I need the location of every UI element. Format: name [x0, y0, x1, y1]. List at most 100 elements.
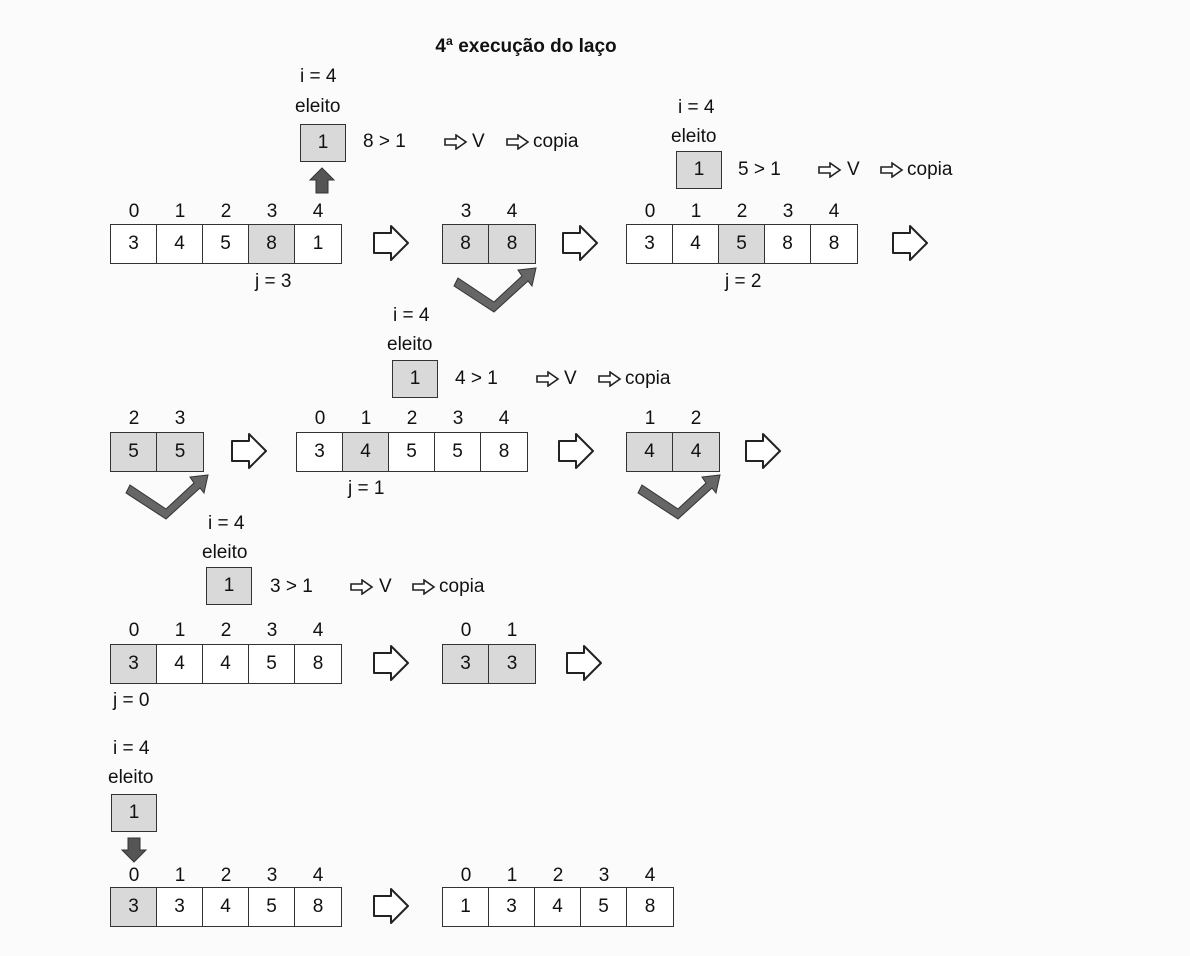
index-label: 2: [220, 620, 232, 641]
array-cell: 8: [312, 896, 324, 917]
index-label: 4: [828, 201, 840, 222]
index-label: 4: [312, 865, 324, 886]
array-cell: 3: [157, 888, 203, 926]
index-label: 1: [174, 620, 186, 641]
j-label: j = 1: [348, 478, 385, 499]
index-label: 0: [644, 201, 656, 222]
flow-arrow-icon: [562, 225, 598, 261]
array-cell-highlighted: 3: [489, 645, 535, 683]
small-arrow-icon: [598, 371, 622, 387]
array-cell: 8: [498, 441, 510, 462]
index-label: 4: [312, 201, 324, 222]
array-cell-highlighted: 8: [489, 225, 535, 263]
diagram-title: 4ª execução do laço: [435, 36, 617, 57]
eleito-label: eleito: [387, 334, 433, 355]
flow-arrow-icon: [373, 888, 409, 924]
comparison-text: 3 > 1: [270, 576, 313, 597]
index-label: 1: [690, 201, 702, 222]
flow-arrow-icon: [745, 433, 781, 469]
index-label: 2: [690, 408, 702, 429]
flow-arrow-icon: [892, 225, 928, 261]
index-label: 4: [312, 620, 324, 641]
eleito-label: eleito: [671, 126, 717, 147]
index-label: 3: [782, 201, 794, 222]
array-cell: 4: [157, 225, 203, 263]
index-label: 3: [598, 865, 610, 886]
i-label: i = 4: [300, 66, 337, 87]
index-label: 3: [452, 408, 464, 429]
index-label: 1: [644, 408, 656, 429]
array-cell: 3: [489, 888, 535, 926]
array-cell: 3: [111, 225, 157, 263]
true-label: V: [379, 576, 392, 597]
index-label: 4: [498, 408, 510, 429]
index-label: 4: [506, 201, 518, 222]
eleito-label: eleito: [108, 767, 154, 788]
array-cell: 5: [249, 645, 295, 683]
i-label: i = 4: [208, 513, 245, 534]
array-cell-highlighted: 4: [343, 433, 389, 471]
index-label: 1: [174, 865, 186, 886]
array-cell-highlighted: 5: [157, 433, 203, 471]
array-cell: 5: [203, 225, 249, 263]
elected-box: 1: [206, 567, 252, 605]
elected-box: 1: [676, 151, 722, 189]
array-cell-highlighted: 3: [443, 645, 489, 683]
i-label: i = 4: [678, 97, 715, 118]
swap-check-arrow-icon: [125, 474, 209, 520]
down-arrow-icon: [120, 837, 148, 863]
elected-box: 1: [300, 124, 346, 162]
index-label: 2: [220, 865, 232, 886]
flow-arrow-icon: [231, 433, 267, 469]
small-arrow-icon: [350, 579, 374, 595]
index-label: 3: [460, 201, 472, 222]
flow-arrow-icon: [373, 225, 409, 261]
eleito-label: eleito: [295, 96, 341, 117]
flow-arrow-icon: [566, 645, 602, 681]
index-label: 2: [736, 201, 748, 222]
flow-arrow-icon: [373, 645, 409, 681]
array-cell: 4: [535, 888, 581, 926]
small-arrow-icon: [444, 134, 468, 150]
up-arrow-icon: [308, 167, 336, 194]
array-cell-highlighted: 3: [111, 888, 157, 926]
swap-check-arrow-icon: [453, 267, 537, 313]
index-label: 1: [506, 865, 518, 886]
index-label: 1: [360, 408, 372, 429]
small-arrow-icon: [880, 162, 904, 178]
index-label: 2: [552, 865, 564, 886]
i-label: i = 4: [113, 738, 150, 759]
array-cell: 4: [203, 888, 249, 926]
index-label: 0: [460, 865, 472, 886]
array-cell: 8: [828, 233, 840, 254]
index-label: 2: [128, 408, 140, 429]
i-label: i = 4: [393, 305, 430, 326]
array-cell-highlighted: 8: [443, 225, 489, 263]
comparison-text: 5 > 1: [738, 159, 781, 180]
index-row: 0 1 2 3 4: [627, 201, 857, 223]
array-cell: 8: [312, 653, 324, 674]
array-cell-highlighted: 5: [719, 225, 765, 263]
array-cell: 5: [249, 888, 295, 926]
index-label: 0: [128, 620, 140, 641]
array-cell: 3: [627, 225, 673, 263]
small-arrow-icon: [412, 579, 436, 595]
array-cell: 3: [297, 433, 343, 471]
copy-label: copia: [625, 368, 671, 389]
array-cell-highlighted: 3: [111, 645, 157, 683]
